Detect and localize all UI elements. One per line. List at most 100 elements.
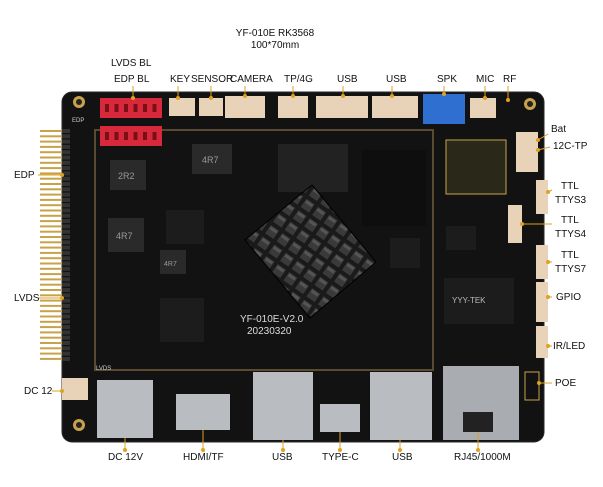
usb-header-2 [372,96,418,118]
header-pin [40,278,62,281]
leader-dot [60,389,64,393]
header-pin-base [62,176,70,181]
leader-dot [341,94,345,98]
label-ttys3: TTYS3 [555,195,587,206]
leader-dot [281,448,285,452]
header-pin [40,299,62,302]
pin-slot [114,132,119,140]
pin-slot [152,132,157,140]
inductor-4r7-mid [160,250,186,274]
header-pin [40,251,62,254]
header-pin-base [62,144,70,149]
lvds-bl-header [100,98,162,118]
pin-slot [152,104,157,112]
dram-chip [278,144,348,192]
label-key: KEY [170,74,191,85]
pmic-chip [166,210,204,244]
pcb-inner-border [94,129,434,371]
silk-date: 20230320 [247,326,292,337]
board-title: YF-010E RK3568 100*70mm [230,28,320,52]
usb-port-1 [253,372,313,440]
ir-led-connector [536,326,548,358]
leader-dot [536,138,540,142]
pin-slot [124,132,128,140]
leader-dot [398,448,402,452]
header-pin-base [62,261,70,266]
usb-header-1 [316,96,368,118]
label-gpio: GPIO [556,292,582,303]
silk-edp: EDP [72,118,84,124]
header-pin [40,236,62,238]
label-poe: POE [555,378,577,389]
leader-dot [291,94,295,98]
camera-connector [225,96,265,118]
edp-bl-header [100,126,162,146]
header-pin [40,315,62,318]
bat-connector [516,132,538,172]
leader-dot [123,448,127,452]
header-pin-base [62,134,70,139]
header-pin [40,151,62,154]
leader-dot [546,190,550,194]
header-pin [40,183,62,185]
label-sensor: SENSOR [191,74,234,85]
label-type-c: TYPE-C [322,452,359,463]
label-spk: SPK [437,74,458,85]
header-pin [40,161,62,164]
leader-dot [60,173,64,177]
label-edp: EDP [14,170,35,181]
header-pin [40,267,62,270]
header-pin-base [62,203,70,208]
leader-dot [209,96,213,100]
header-pin [40,273,62,276]
header-pin-base [62,150,70,155]
header-pin-base [62,282,70,287]
header-pin [40,140,62,143]
header-pin-base [62,319,70,324]
emmc-chip [362,150,426,226]
header-pin-base [62,335,70,340]
label-edp-bl: EDP BL [114,74,150,85]
header-pin-base [62,288,70,292]
leader-dot [546,344,550,348]
header-pin-base [62,351,70,356]
header-pin-base [62,272,70,277]
ttl-ttys7-connector [536,245,548,279]
header-pin-base [62,245,70,250]
leader-dot [176,96,180,100]
hdmi-port [176,394,230,430]
header-pin [40,320,62,323]
leader-dot [390,94,394,98]
header-pin [40,310,62,313]
header-pin-base [62,166,70,171]
left-pin-header [40,129,70,361]
silk-2r2: 2R2 [118,171,135,181]
label-camera: CAMERA [230,74,273,85]
header-pin [40,225,62,228]
eth-phy-chip [446,226,476,250]
pin-slot [105,104,109,112]
inductor-4r7-left [108,218,144,252]
wifi-module [445,139,507,195]
label-dc-12v: DC 12V [108,452,144,463]
leader-dot [520,222,524,226]
header-pin-base [62,129,70,133]
label-lvds-bl: LVDS BL [111,58,152,69]
silk-4r7-mid: 4R7 [164,261,177,268]
pin-slot [133,104,138,112]
header-pin [40,156,62,159]
header-pin [40,342,62,344]
usb-port-2 [370,372,432,440]
header-pin-base [62,240,70,245]
header-pin-base [62,256,70,261]
label-usb-bottom-2: USB [392,452,413,463]
label-rf: RF [503,74,517,85]
header-pin-base [62,293,70,298]
header-pin-base [62,171,70,176]
silk-model: YF-010E-V2.0 [240,314,304,325]
leader-dot [536,148,540,152]
label-ttl-1: TTL [561,181,579,192]
spk-header [423,94,465,124]
header-pin [40,145,62,148]
header-pin-base [62,277,70,282]
